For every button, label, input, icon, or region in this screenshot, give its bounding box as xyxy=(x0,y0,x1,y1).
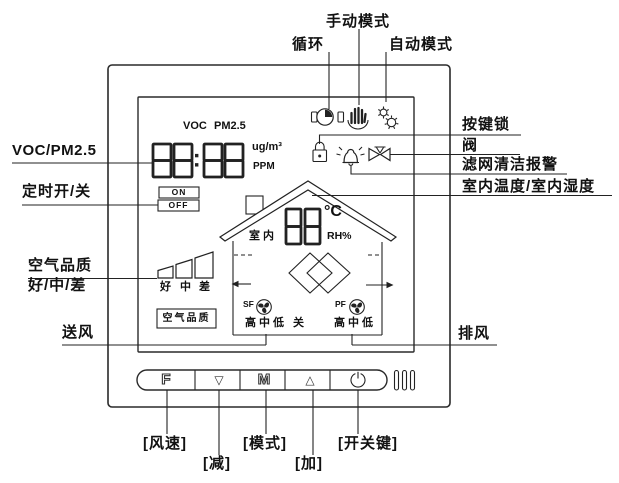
indoor-value-display xyxy=(284,207,322,246)
supply-fan-icon xyxy=(256,299,272,315)
heat-exchanger xyxy=(231,252,394,294)
up-button: △ xyxy=(305,373,315,387)
auto-mode-label: 自动模式 xyxy=(389,36,454,53)
air-quality-levels-label: 好/中/差 xyxy=(28,277,87,294)
screen-aq-good: 好 xyxy=(160,281,171,293)
auto-mode-icon xyxy=(378,106,399,130)
indoor-temp-humidity-label: 室内温度/室内湿度 xyxy=(462,178,596,195)
screen-frame xyxy=(137,96,415,353)
button-bar xyxy=(136,369,388,391)
speaker-grille-icon xyxy=(393,369,416,391)
air-quality-bars xyxy=(157,251,214,279)
screen-voc-text: VOC xyxy=(183,120,207,132)
mode-button: M xyxy=(257,370,271,388)
screen-aq-mid: 中 xyxy=(180,281,191,293)
screen-timer-on: ON xyxy=(171,186,187,197)
screen-indoor-text: 室内 xyxy=(249,230,277,242)
air-quality-box xyxy=(156,308,217,329)
valve-label: 阀 xyxy=(462,137,479,154)
screen-ugm3-unit: ug/m³ xyxy=(252,141,282,153)
screen-fan-levels-left: 高中低 xyxy=(245,317,287,329)
fan-speed-key-label: [风速] xyxy=(143,435,187,452)
cycle-icon xyxy=(310,108,345,126)
power-icon xyxy=(350,371,366,388)
manual-mode-label: 手动模式 xyxy=(326,13,391,30)
power-key-label: [开关键] xyxy=(338,435,398,452)
exhaust-fan-icon xyxy=(349,299,365,315)
screen-pf-text: PF xyxy=(335,299,346,309)
screen-sf-text: SF xyxy=(243,299,254,309)
valve-icon xyxy=(368,146,391,162)
exhaust-air-label: 排风 xyxy=(458,325,491,342)
fan-speed-button: F xyxy=(161,370,171,388)
decrease-key-label: [减] xyxy=(203,455,231,472)
screen-fan-levels-right: 高中低 xyxy=(334,317,376,329)
screen-aq-bad: 差 xyxy=(199,281,210,293)
key-lock-label: 按键锁 xyxy=(462,116,511,133)
filter-alarm-icon xyxy=(336,146,365,166)
increase-key-label: [加] xyxy=(295,455,323,472)
screen-aq-box-text: 空气品质 xyxy=(162,313,211,324)
voc-value-display xyxy=(151,142,245,179)
cycle-label: 循环 xyxy=(292,36,325,53)
mode-key-label: [模式] xyxy=(243,435,287,452)
manual-mode-icon xyxy=(347,106,369,130)
voc-pm25-label: VOC/PM2.5 xyxy=(12,142,97,159)
timer-on-box xyxy=(158,186,200,199)
house-outline xyxy=(218,180,398,336)
screen-ppm-unit: PPM xyxy=(253,161,275,172)
screen-fan-off: 关 xyxy=(293,317,304,329)
leader-lines xyxy=(12,29,612,455)
screen-timer-off: OFF xyxy=(168,199,189,210)
key-lock-icon xyxy=(312,141,328,163)
screen-celsius-unit: °C xyxy=(324,203,342,220)
filter-alarm-label: 滤网清洁报警 xyxy=(462,156,559,173)
screen-pm25-text: PM2.5 xyxy=(214,120,246,132)
timer-on-off-label: 定时开/关 xyxy=(22,183,92,200)
screen-rh-unit: RH% xyxy=(327,230,352,242)
device-frame xyxy=(107,64,451,408)
down-button: ▽ xyxy=(214,373,224,387)
air-quality-label: 空气品质 xyxy=(28,257,93,274)
supply-air-label: 送风 xyxy=(62,324,95,341)
